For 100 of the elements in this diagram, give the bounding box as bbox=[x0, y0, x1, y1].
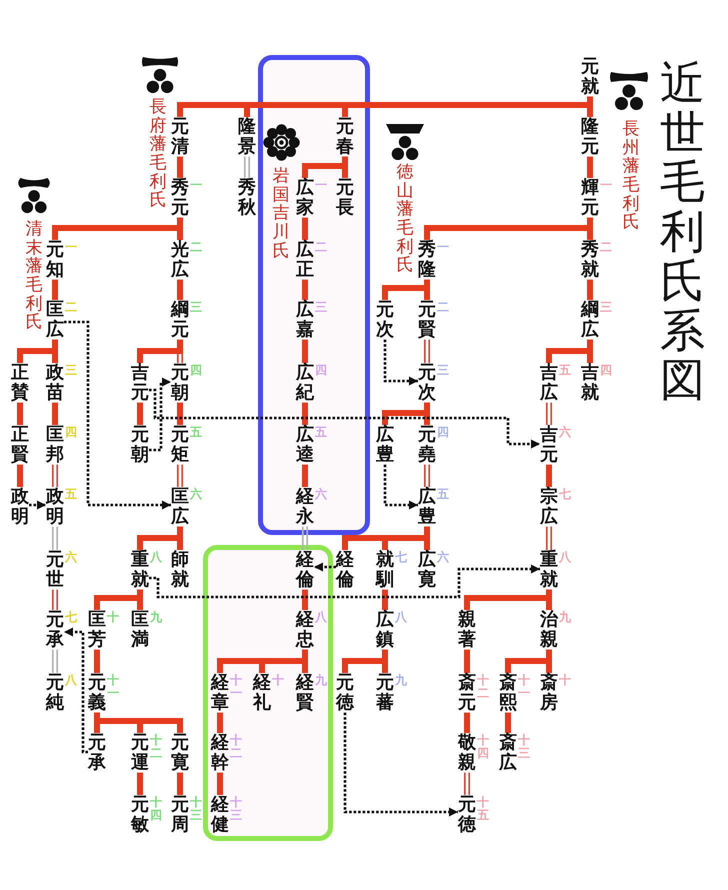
generation-number: 四 bbox=[437, 426, 449, 440]
person-name: 元周 bbox=[171, 795, 189, 835]
generation-number: 六 bbox=[437, 551, 449, 564]
dotted-arrow bbox=[64, 628, 88, 754]
person-name: 正賛 bbox=[11, 363, 29, 403]
person-name: 吉元 bbox=[131, 363, 149, 403]
person-name: 綱広 bbox=[581, 300, 599, 340]
double-line bbox=[52, 526, 58, 551]
double-line bbox=[302, 526, 308, 551]
generation-number: 三 bbox=[600, 301, 612, 314]
person-name: 経倫 bbox=[336, 550, 354, 590]
generation-number: 八 bbox=[315, 611, 327, 624]
lineage-line bbox=[342, 650, 388, 673]
generation-number: 十 bbox=[559, 674, 571, 688]
chart-title: 近世毛利氏系図 bbox=[660, 58, 705, 404]
generation-number: 一 bbox=[190, 179, 202, 192]
person-name: 広逵 bbox=[296, 425, 314, 465]
generation-number: 五 bbox=[559, 364, 571, 378]
generation-number: 四 bbox=[65, 426, 77, 440]
person-name: 元次 bbox=[418, 363, 436, 403]
generation-number: 六 bbox=[65, 551, 77, 564]
lineage-line bbox=[177, 280, 183, 300]
double-line bbox=[176, 464, 184, 488]
person-name: 広紀 bbox=[296, 363, 314, 403]
person-name: 斎房 bbox=[540, 673, 558, 713]
generation-number: 十一 bbox=[230, 674, 242, 700]
double-line bbox=[424, 338, 430, 364]
person-name: 元堯 bbox=[418, 425, 436, 465]
person-name: 経礼 bbox=[253, 673, 271, 713]
clan-label: 長州藩毛利氏 bbox=[622, 120, 640, 232]
generation-number: 七 bbox=[395, 551, 407, 564]
person-name: 政明 bbox=[11, 487, 29, 527]
generation-number: 五 bbox=[315, 426, 327, 440]
person-name: 匡広 bbox=[46, 300, 64, 340]
generation-number: 十一 bbox=[518, 674, 530, 700]
generation-number: 四 bbox=[190, 364, 202, 378]
lineage-line bbox=[17, 402, 23, 425]
dotted-arrow bbox=[149, 388, 540, 448]
person-name: 秀隆 bbox=[418, 240, 436, 280]
generation-number: 九 bbox=[150, 611, 162, 624]
person-name: 就馴 bbox=[376, 550, 394, 590]
lineage-line bbox=[177, 772, 183, 795]
generation-number: 十四 bbox=[150, 796, 162, 822]
person-name: 元春 bbox=[336, 117, 354, 157]
lineage-line bbox=[177, 156, 183, 178]
generation-number: 十三 bbox=[230, 796, 242, 822]
generation-number: 十五 bbox=[477, 796, 489, 822]
person-name: 匡満 bbox=[131, 610, 149, 650]
generation-number: 八 bbox=[395, 611, 407, 624]
person-name: 秀秋 bbox=[238, 178, 256, 218]
generation-number: 十二 bbox=[477, 674, 489, 700]
person-name: 元徳 bbox=[458, 795, 476, 835]
generation-number: 三 bbox=[65, 364, 77, 378]
person-name: 広嘉 bbox=[296, 300, 314, 340]
dotted-arrow bbox=[384, 340, 418, 386]
person-name: 秀就 bbox=[581, 240, 599, 280]
generation-number: 十 bbox=[272, 674, 284, 688]
generation-number: 一 bbox=[65, 241, 77, 254]
generation-number: 三 bbox=[437, 364, 449, 378]
lineage-line bbox=[302, 218, 308, 240]
dotted-arrow bbox=[149, 378, 171, 452]
person-name: 経健 bbox=[211, 795, 229, 835]
person-name: 元長 bbox=[336, 178, 354, 218]
lineage-line bbox=[17, 340, 58, 363]
lineage-line bbox=[94, 590, 143, 610]
person-name: 隆元 bbox=[581, 117, 599, 157]
lineage-line bbox=[217, 712, 223, 733]
double-line bbox=[424, 464, 430, 488]
person-name: 経章 bbox=[211, 673, 229, 713]
generation-number: 五 bbox=[437, 488, 449, 502]
lineage-line bbox=[382, 402, 430, 425]
generation-number: 七 bbox=[559, 488, 571, 502]
person-name: 経幹 bbox=[211, 733, 229, 773]
person-name: 広正 bbox=[296, 240, 314, 280]
generation-number: 九 bbox=[559, 611, 571, 624]
lineage-line bbox=[94, 650, 100, 673]
person-name: 元徳 bbox=[336, 673, 354, 713]
person-name: 匡広 bbox=[171, 487, 189, 527]
clan-label: 岩国吉川氏 bbox=[272, 167, 290, 260]
lineage-line bbox=[302, 156, 348, 178]
generation-number: 一 bbox=[600, 179, 612, 192]
generation-number: 十三 bbox=[190, 796, 202, 822]
lineage-line bbox=[302, 464, 308, 487]
lineage-line bbox=[137, 772, 143, 795]
person-name: 重就 bbox=[540, 550, 558, 590]
lineage-line bbox=[52, 218, 183, 240]
double-line bbox=[546, 402, 552, 426]
lineage-line bbox=[464, 650, 470, 673]
double-line bbox=[244, 156, 250, 179]
generation-number: 五 bbox=[65, 488, 77, 502]
lineage-line bbox=[342, 526, 430, 550]
generation-number: 二 bbox=[437, 301, 449, 314]
generation-number: 六 bbox=[559, 426, 571, 440]
lineage-line bbox=[546, 464, 552, 487]
lineage-line bbox=[217, 772, 223, 795]
person-name: 治親 bbox=[540, 610, 558, 650]
lineage-line bbox=[177, 402, 183, 425]
person-name: 秀元 bbox=[171, 178, 189, 218]
person-name: 広豊 bbox=[376, 425, 394, 465]
person-name: 広豊 bbox=[418, 487, 436, 527]
